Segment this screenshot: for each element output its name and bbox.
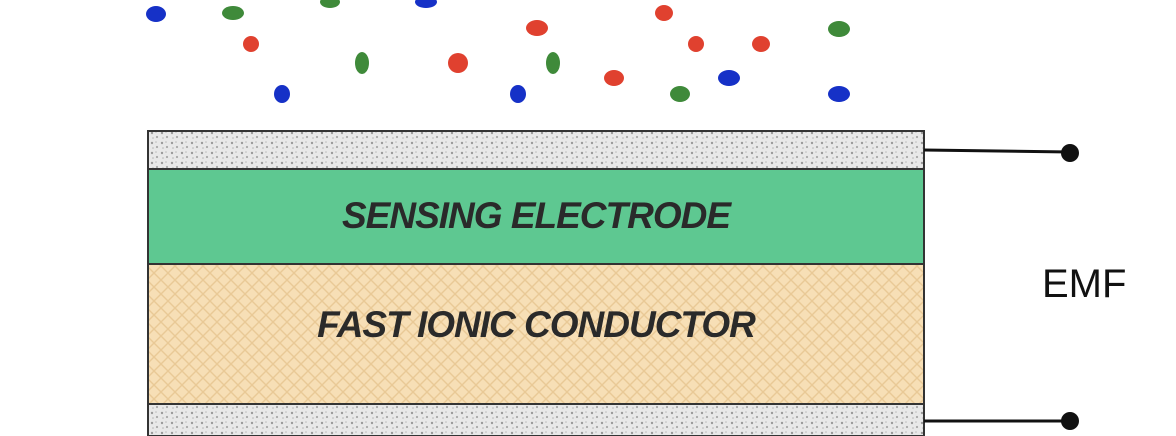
sensing-electrode-layer bbox=[147, 168, 925, 265]
gas-particle-blue bbox=[415, 0, 437, 8]
top-lead-wire bbox=[923, 148, 1071, 154]
gas-particle-red bbox=[688, 36, 704, 52]
gas-particle-blue bbox=[718, 70, 740, 86]
gas-particle-green bbox=[222, 6, 244, 20]
gas-particle-green bbox=[828, 21, 850, 37]
top-terminal bbox=[1061, 144, 1079, 162]
gas-particle-green bbox=[670, 86, 690, 102]
gas-particle-blue bbox=[510, 85, 526, 103]
gas-particle-green bbox=[355, 52, 369, 74]
emf-leads bbox=[923, 144, 1079, 430]
sensing-electrode-label: SENSING ELECTRODE bbox=[342, 195, 731, 236]
gas-particle-red bbox=[448, 53, 468, 73]
gas-particle-blue bbox=[828, 86, 850, 102]
gas-particle-red bbox=[243, 36, 259, 52]
bottom-terminal bbox=[1061, 412, 1079, 430]
top-electrode-contact bbox=[147, 130, 925, 170]
bottom-electrode-contact bbox=[147, 403, 925, 436]
gas-particle-blue bbox=[274, 85, 290, 103]
gas-particles bbox=[146, 0, 850, 103]
gas-particle-red bbox=[526, 20, 548, 36]
fast-ionic-conductor-label: FAST IONIC CONDUCTOR bbox=[317, 304, 756, 345]
gas-particle-red bbox=[752, 36, 770, 52]
sensor-stack bbox=[147, 130, 925, 436]
gas-particle-green bbox=[320, 0, 340, 8]
gas-particle-red bbox=[655, 5, 673, 21]
fast-ionic-conductor-layer bbox=[147, 263, 925, 405]
gas-particle-blue bbox=[146, 6, 166, 22]
gas-particle-red bbox=[604, 70, 624, 86]
emf-label: EMF bbox=[1042, 262, 1127, 306]
gas-particle-green bbox=[546, 52, 560, 74]
